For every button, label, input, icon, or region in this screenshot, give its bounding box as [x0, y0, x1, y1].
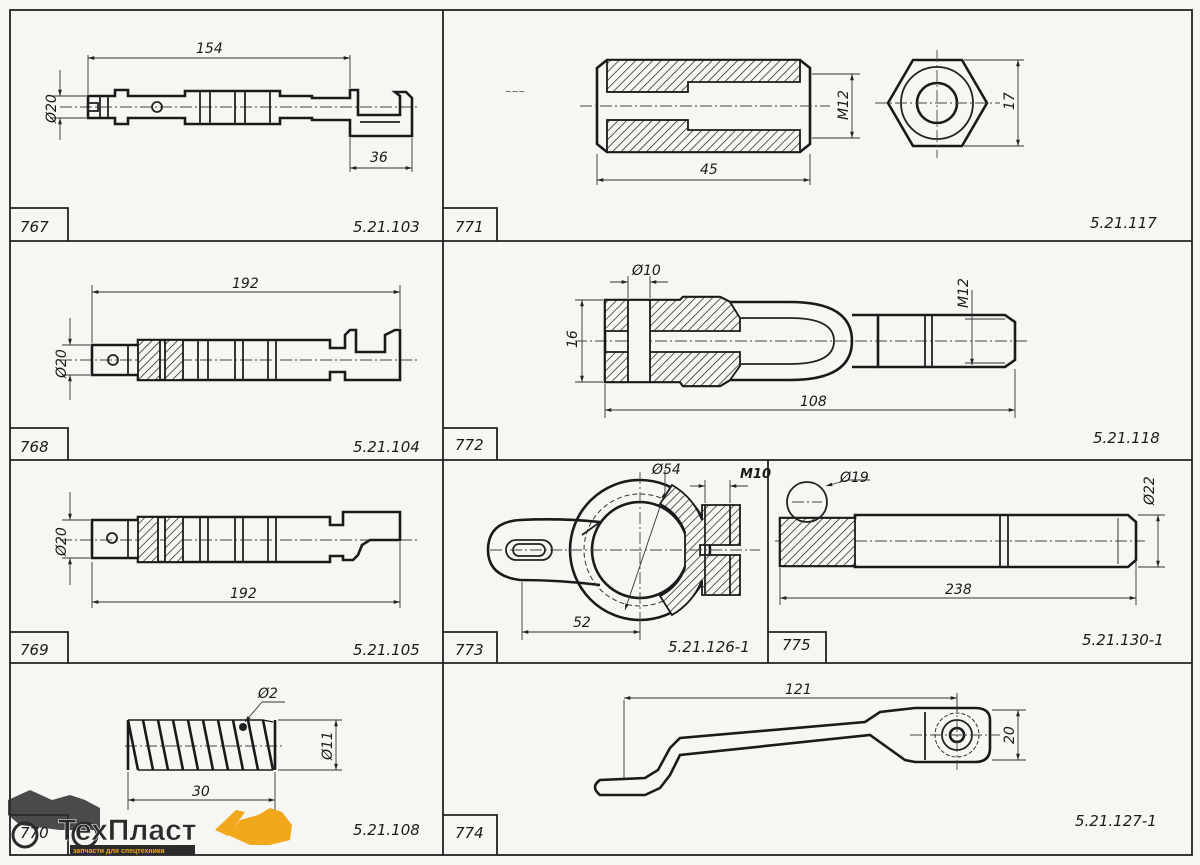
panel-768-number: 768 [20, 438, 49, 456]
grid-frame [9, 9, 1193, 856]
dim-769-length: 192 [230, 586, 257, 602]
dim-768-diameter: Ø20 [54, 349, 70, 379]
dim-772-pin: Ø10 [631, 263, 661, 279]
dim-773-offset: 52 [573, 615, 591, 631]
panel-772-code: 5.21.118 [1093, 429, 1160, 447]
panel-774-number: 774 [455, 824, 484, 842]
panel-771-number: 771 [455, 218, 484, 236]
dim-767-length: 154 [196, 41, 223, 57]
part-773-drawing: Ø54 M10 52 [486, 462, 771, 640]
svg-text:~~~: ~~~ [505, 87, 525, 96]
panel-773-number: 773 [455, 641, 484, 659]
dim-769-diameter: Ø20 [54, 527, 70, 557]
part-771-drawing: M12 45 17 ~~~ [505, 50, 1024, 185]
part-772-drawing: Ø10 16 M12 108 [565, 263, 1030, 418]
dim-774-height: 20 [1002, 726, 1018, 744]
dim-775-length: 238 [945, 582, 972, 598]
logo-tagline: запчасти для спецтехники [73, 848, 165, 855]
part-769-drawing: 192 Ø20 [54, 492, 420, 608]
dim-773-bore: Ø54 [651, 462, 681, 478]
part-775-drawing: Ø19 Ø22 238 [775, 470, 1165, 605]
dim-771-length: 45 [700, 162, 718, 178]
techplast-logo: ТехПласт запчасти для спецтехники [8, 790, 292, 855]
dim-773-thread: M10 [740, 467, 771, 482]
dim-767-diameter: Ø20 [44, 94, 60, 124]
part-770-drawing: Ø2 Ø11 30 [125, 686, 342, 810]
part-774-drawing: 121 20 [593, 682, 1026, 797]
dim-775-diameter: Ø22 [1142, 476, 1158, 506]
panel-774-code: 5.21.127-1 [1075, 812, 1157, 830]
panel-770-code: 5.21.108 [353, 821, 420, 839]
dim-774-length: 121 [785, 682, 812, 698]
dim-768-length: 192 [232, 276, 259, 292]
part-767-drawing: 154 36 Ø20 [44, 41, 420, 172]
dim-771-thread: M12 [836, 90, 852, 120]
part-768-drawing: 192 Ø20 [54, 276, 420, 400]
panel-767-number: 767 [20, 218, 49, 236]
panel-772-number: 772 [455, 436, 484, 454]
panel-770-number: 770 [20, 824, 49, 842]
dim-772-thread: M12 [956, 278, 972, 308]
excavator-icon [8, 790, 292, 849]
dim-771-hex: 17 [1002, 92, 1018, 110]
dim-767-hook: 36 [370, 150, 388, 166]
dim-775-hole: Ø19 [839, 470, 869, 486]
logo-name: ТехПласт [58, 814, 197, 847]
dim-770-length: 30 [192, 784, 210, 800]
panel-775-number: 775 [782, 636, 811, 654]
panel-labels: 767 5.21.103 768 5.21.104 769 5.21.105 7… [20, 214, 1164, 842]
dim-770-diameter: Ø11 [320, 731, 336, 761]
panel-775-code: 5.21.130-1 [1082, 631, 1164, 649]
panel-773-code: 5.21.126-1 [668, 638, 750, 656]
panel-771-code: 5.21.117 [1090, 214, 1157, 232]
dim-770-wire: Ø2 [257, 686, 278, 702]
panel-767-code: 5.21.103 [353, 218, 420, 236]
panel-769-code: 5.21.105 [353, 641, 420, 659]
panel-768-code: 5.21.104 [353, 438, 420, 456]
dim-772-length: 108 [800, 394, 827, 410]
panel-769-number: 769 [20, 641, 49, 659]
dim-772-width: 16 [565, 330, 581, 348]
